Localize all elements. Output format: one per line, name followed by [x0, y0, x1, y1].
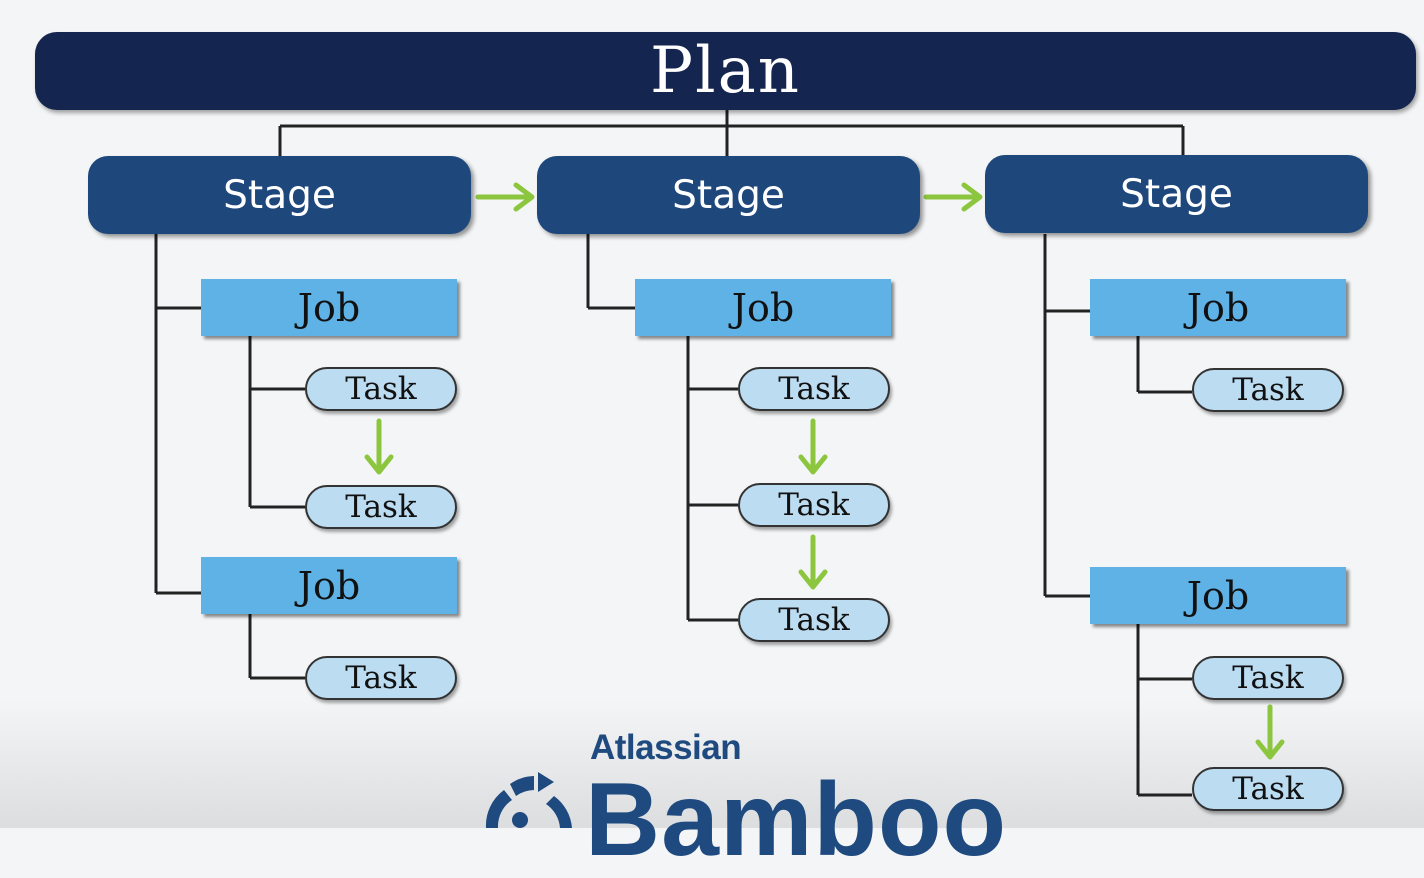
stage-2-job-1-task-3: Task [738, 598, 890, 642]
stage-3-job-1-task-1: Task [1192, 368, 1344, 412]
brand-company: Atlassian [590, 728, 742, 767]
stage-arrow [475, 182, 535, 212]
brand-product: Bamboo [585, 762, 1007, 878]
bamboo-logo-icon [485, 772, 572, 828]
stage-3-job-2-task-2: Task [1192, 767, 1344, 811]
stage-3-job-2: Job [1090, 567, 1346, 624]
stage-1-job-1-task-2: Task [305, 485, 457, 529]
stage-1: Stage [88, 156, 471, 234]
stage-2: Stage [537, 156, 920, 234]
stage-1-job-1: Job [201, 279, 457, 336]
task-arrow [798, 418, 828, 475]
stage-2-job-1-task-1: Task [738, 367, 890, 411]
stage-2-job-1-task-2: Task [738, 483, 890, 527]
stage-1-job-2: Job [201, 557, 457, 614]
plan-node: Plan [35, 32, 1416, 110]
task-arrow [1255, 704, 1285, 760]
connector-lines [154, 110, 1285, 797]
stage-arrow [923, 182, 983, 212]
stage-3-job-1: Job [1090, 279, 1346, 336]
stage-2-job-1: Job [635, 279, 891, 336]
stage-1-job-2-task-1: Task [305, 656, 457, 700]
task-arrow [798, 534, 828, 590]
task-arrow [364, 418, 394, 475]
stage-1-job-1-task-1: Task [305, 367, 457, 411]
stage-3: Stage [985, 155, 1368, 233]
stage-3-job-2-task-1: Task [1192, 656, 1344, 700]
